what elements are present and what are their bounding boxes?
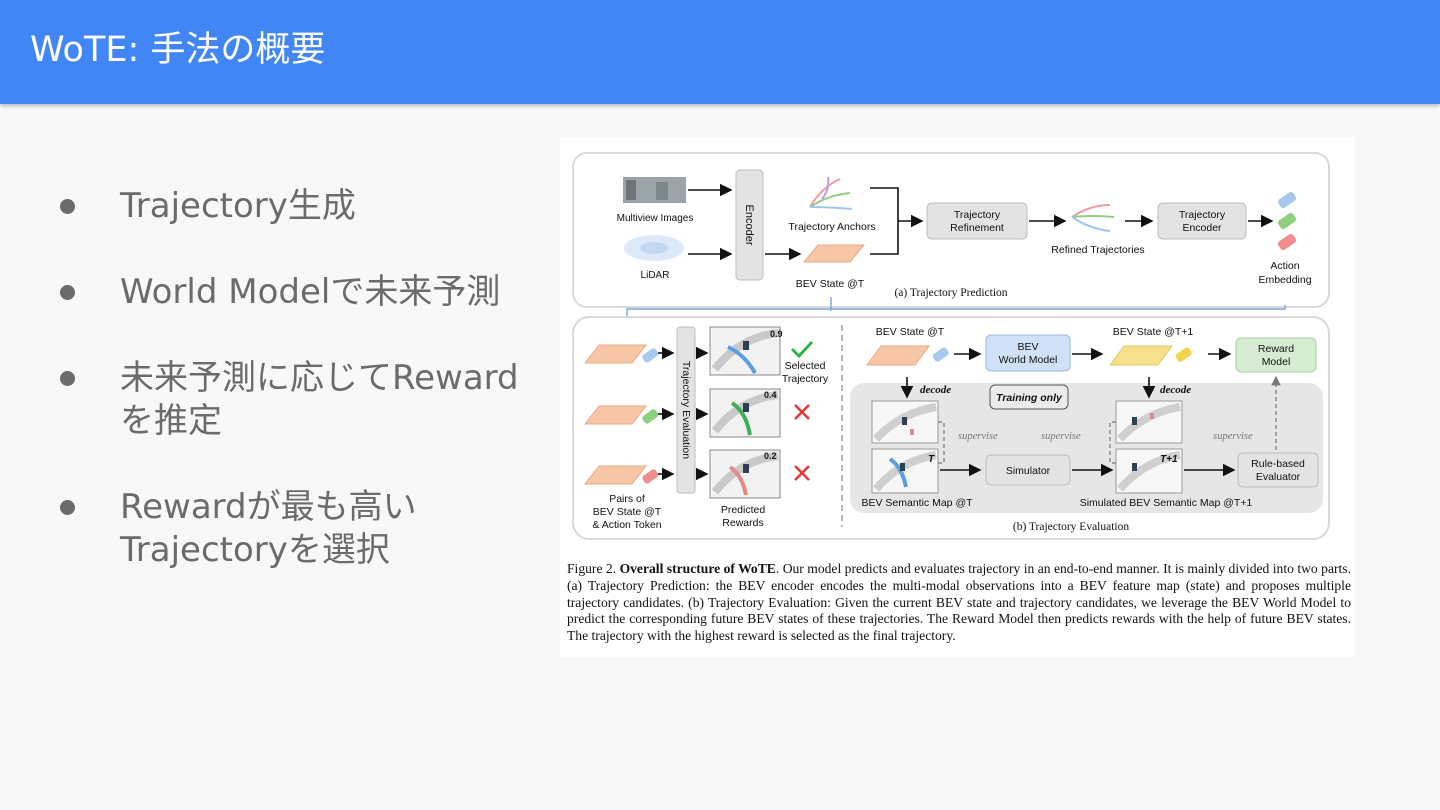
trajectory-encoder-label: Encoder [1182, 222, 1222, 234]
bev-semantic-map-label: BEV Semantic Map @T [861, 497, 973, 509]
bullet-list: Trajectory生成 World Modelで未来予測 未来予測に応じてRe… [60, 185, 530, 572]
reward-model-block [1235, 337, 1317, 373]
predicted-rewards-label: Rewards [722, 517, 763, 529]
reward-model-label: Reward [1258, 343, 1294, 355]
pairs-label: Pairs of [609, 493, 645, 505]
bev-world-model-label: World Model [999, 354, 1058, 366]
trajectory-encoder-label: Trajectory [1179, 209, 1226, 221]
simulator-label: Simulator [1006, 465, 1051, 477]
predicted-reward-map [709, 449, 781, 499]
bev-state-t1-label: BEV State @T+1 [1113, 326, 1194, 338]
caption-text: . Our model predicts and evaluates traje… [567, 561, 1351, 644]
slide-header: WoTE: 手法の概要 [0, 0, 1440, 104]
selected-trajectory-label: Selected [785, 360, 826, 372]
trajectory-anchors-label: Trajectory Anchors [788, 221, 875, 233]
reward-score: 0.2 [764, 451, 777, 461]
encoder-label: Encoder [743, 205, 755, 246]
supervise-label: supervise [1213, 431, 1253, 442]
decode-label: decode [920, 384, 951, 396]
trajectory-refinement-label: Trajectory [954, 209, 1001, 221]
predicted-reward-map [709, 326, 781, 376]
rule-based-evaluator-label: Rule-based [1251, 458, 1305, 470]
cross-icon [794, 404, 810, 420]
check-icon [790, 340, 814, 359]
reward-score: 0.4 [764, 390, 777, 400]
trajectory-refinement-label: Refinement [950, 222, 1004, 234]
simulator-block [985, 454, 1071, 486]
bev-world-model-block [985, 334, 1071, 372]
decoded-bev-map [871, 400, 939, 444]
bullet-item: Trajectory生成 [60, 185, 530, 228]
bullet-text: 未来予測に応じてReward [120, 358, 519, 398]
part-b-caption: (b) Trajectory Evaluation [1013, 521, 1130, 533]
bev-world-model-label: BEV [1017, 341, 1038, 353]
simulated-bev-semantic-map [1115, 448, 1183, 494]
reward-score: 0.9 [770, 329, 783, 339]
pairs-label: BEV State @T [593, 506, 662, 518]
lidar-label: LiDAR [641, 270, 670, 281]
bullet-text: World Modelで未来予測 [120, 272, 501, 312]
action-embedding-tokens [1277, 191, 1297, 251]
supervise-label: supervise [958, 431, 998, 442]
bev-state-label: BEV State @T [796, 278, 865, 290]
bev-state-feature-map [802, 244, 866, 263]
encoder-block [735, 169, 764, 281]
bullet-item: Rewardが最も高い Trajectoryを選択 [60, 486, 530, 572]
bev-semantic-map [871, 448, 939, 494]
bev-action-pairs [583, 344, 659, 485]
predicted-rewards-label: Predicted [721, 504, 766, 516]
trajectory-refinement-block [926, 202, 1028, 240]
architecture-diagram: Multiview Images LiDAR Encoder Trajector… [572, 152, 1330, 540]
training-only-badge [989, 384, 1069, 410]
caption-bold: Overall structure of WoTE [619, 561, 776, 576]
bullet-dot [60, 371, 75, 386]
predicted-reward-map [709, 388, 781, 438]
action-embedding-label: Embedding [1258, 274, 1311, 286]
bullet-text: Trajectory生成 [120, 186, 356, 226]
t-label: T [928, 454, 935, 465]
bullet-text-continued: を推定 [120, 401, 222, 441]
part-a-caption: (a) Trajectory Prediction [894, 287, 1007, 299]
bullet-text: Rewardが最も高い [120, 487, 417, 527]
cross-icon [794, 465, 810, 481]
bullet-item: 未来予測に応じてReward を推定 [60, 357, 530, 443]
bullet-dot [60, 285, 75, 300]
simulated-semantic-map-label: Simulated BEV Semantic Map @T+1 [1080, 497, 1253, 509]
bullet-item: World Modelで未来予測 [60, 271, 530, 314]
bev-state-t-feature-map [866, 345, 930, 366]
refined-trajectories-icon [1071, 204, 1115, 232]
figure-caption: Figure 2. Overall structure of WoTE. Our… [567, 561, 1351, 645]
wote-architecture-figure: Multiview Images LiDAR Encoder Trajector… [560, 137, 1355, 657]
bev-state-t-label: BEV State @T [876, 326, 945, 338]
bullet-dot [60, 199, 75, 214]
training-only-region [850, 383, 1323, 513]
decode-label: decode [1160, 384, 1191, 396]
trajectory-encoder-block [1157, 202, 1247, 240]
refined-trajectories-label: Refined Trajectories [1051, 244, 1144, 256]
rule-based-evaluator-label: Evaluator [1256, 471, 1301, 483]
action-embedding-label: Action [1270, 260, 1299, 272]
caption-prefix: Figure 2. [567, 561, 617, 576]
pairs-label: & Action Token [592, 519, 661, 531]
decoded-bev-map-t1 [1115, 400, 1183, 444]
trajectory-evaluation-label: Trajectory Evaluation [680, 361, 692, 459]
trajectory-anchors-icon [809, 176, 853, 210]
selected-trajectory-label: Trajectory [782, 373, 829, 385]
reward-model-label: Model [1262, 356, 1291, 368]
bullet-dot [60, 500, 75, 515]
training-only-label: Training only [996, 392, 1063, 404]
bullet-text-continued: Trajectoryを選択 [120, 530, 390, 570]
trajectory-evaluation-block [676, 326, 696, 494]
rule-based-evaluator-block [1237, 452, 1319, 488]
slide-title: WoTE: 手法の概要 [30, 30, 326, 70]
supervise-label: supervise [1041, 431, 1081, 442]
multiview-images-label: Multiview Images [617, 213, 694, 224]
bev-state-t1-feature-map [1109, 345, 1173, 366]
t1-label: T+1 [1160, 454, 1178, 465]
